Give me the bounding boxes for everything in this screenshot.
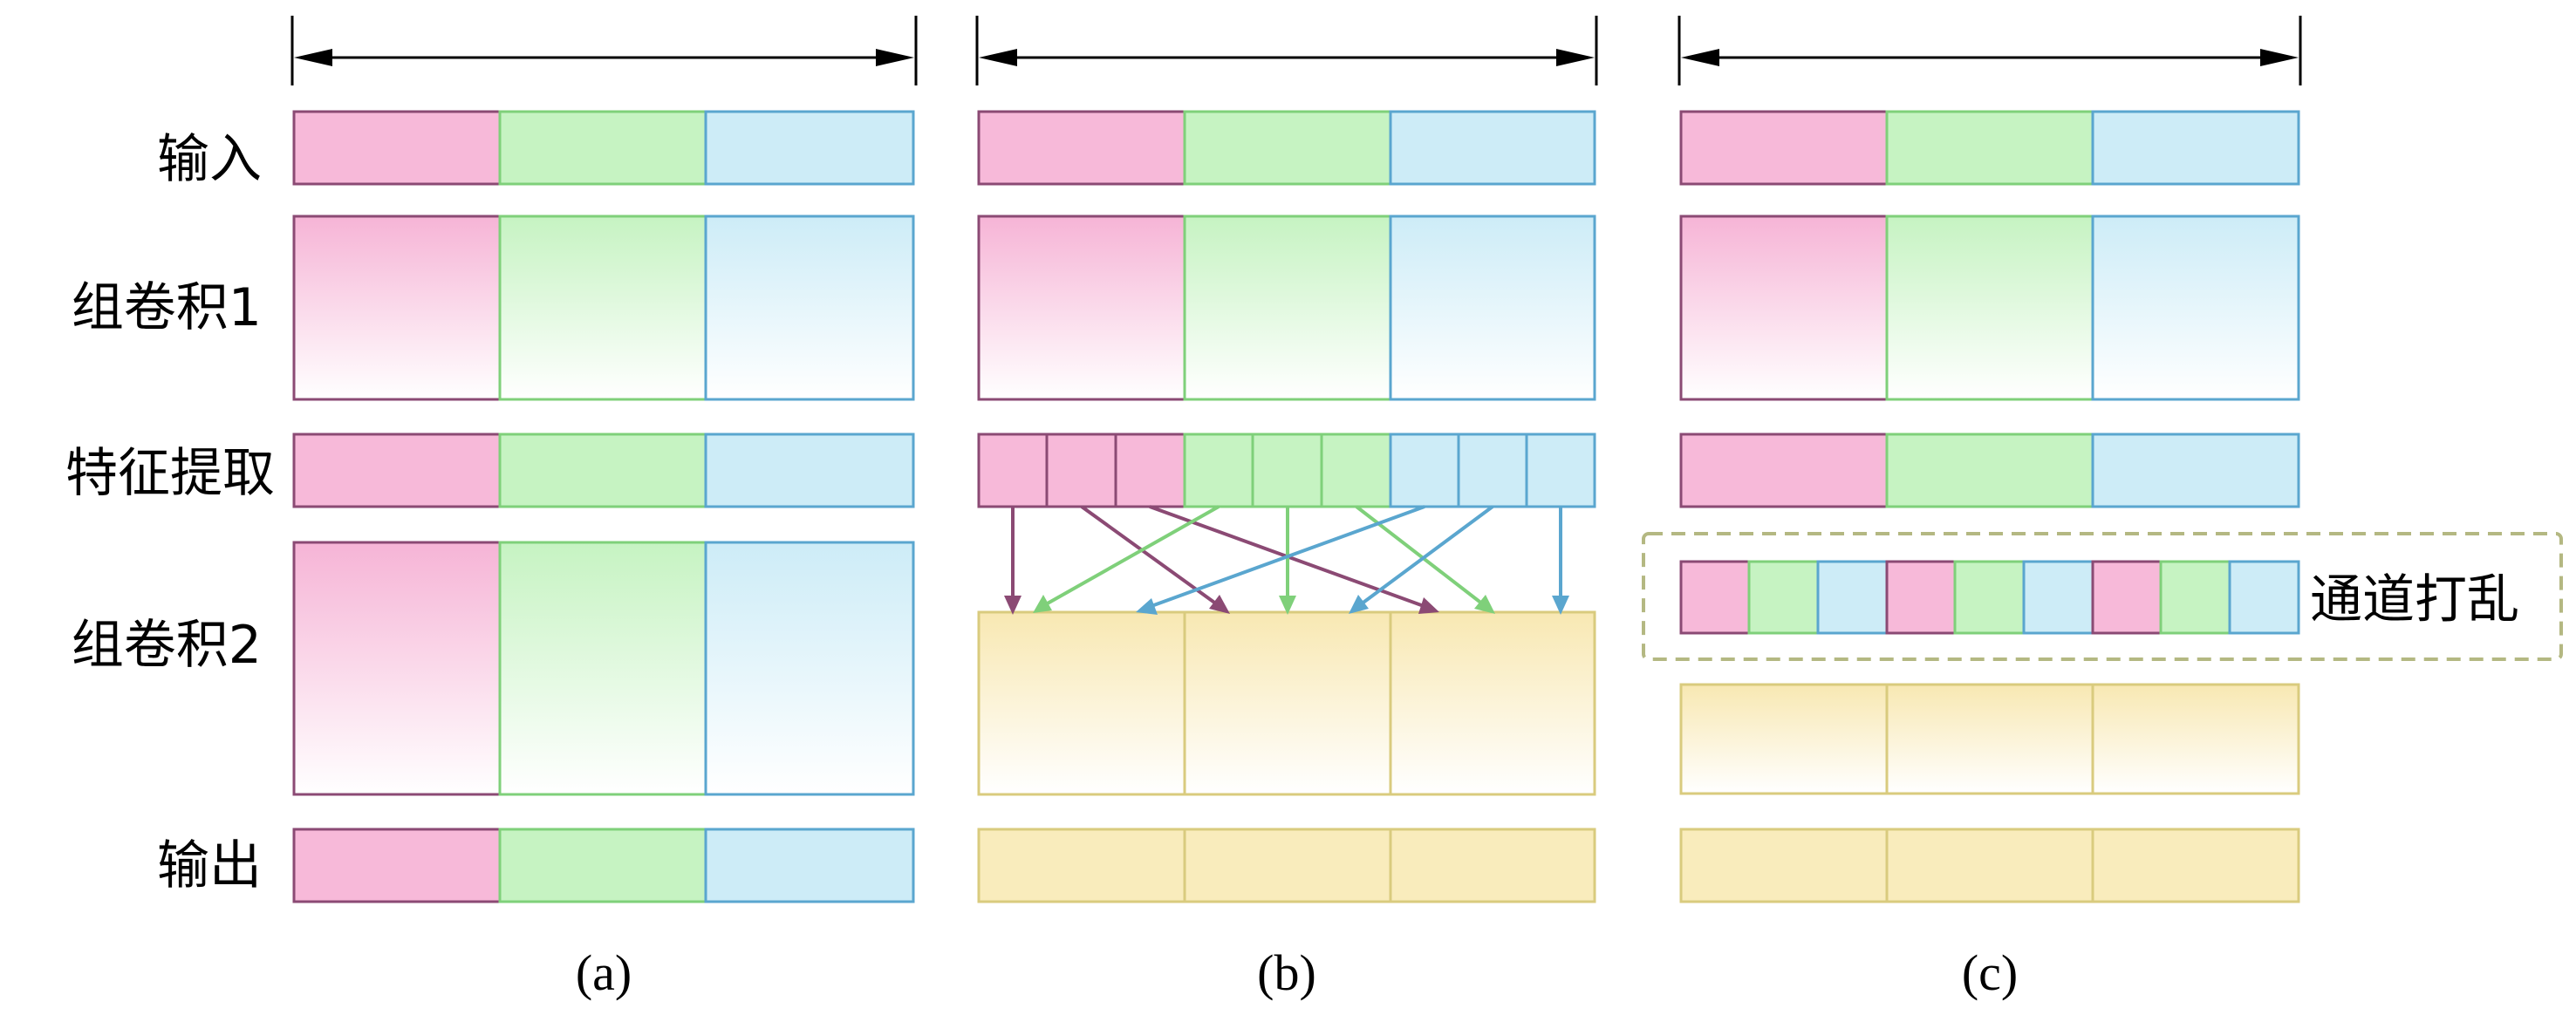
- panel-a-output: [292, 828, 915, 903]
- panel-c-group-conv-2: [1679, 683, 2300, 795]
- row-label-output: 输出: [157, 835, 262, 896]
- panel-a-group-conv-1: [292, 215, 915, 401]
- arrow-blue-3: [1552, 507, 1569, 615]
- panel-c-group-conv-1: [1679, 215, 2300, 401]
- arrow-pink-2: [1080, 505, 1230, 614]
- panel-caption-b: (b): [1257, 944, 1316, 1001]
- arrow-blue-1: [1136, 505, 1425, 615]
- panel-b: [977, 110, 1596, 903]
- panel-a-feature-extraction: [292, 433, 915, 508]
- arrow-pink-1: [1004, 507, 1022, 615]
- panel-a-group-conv-2: [292, 541, 915, 796]
- panel-b-feature-extraction-split: [977, 433, 1596, 508]
- row-label-group-conv-2: 组卷积2: [72, 615, 262, 676]
- row-label-feature-extraction: 特征提取: [65, 443, 275, 504]
- shuffle-arrows: [1004, 505, 1569, 615]
- panel-c-output: [1679, 828, 2300, 903]
- width-arrow-a: [290, 16, 918, 85]
- panel-c-input: [1679, 110, 2300, 186]
- channel-shuffle-box: [1642, 532, 2563, 661]
- width-arrow-c: [1677, 16, 2302, 85]
- arrow-green-1: [1033, 505, 1220, 613]
- channel-shuffle-label: 通道打乱: [2310, 569, 2519, 630]
- panel-a: [292, 110, 915, 903]
- panel-b-input: [977, 110, 1596, 186]
- panel-caption-a: (a): [576, 944, 632, 1001]
- width-arrow-b: [975, 16, 1598, 85]
- panel-b-output: [977, 828, 1596, 903]
- panel-caption-c: (c): [1962, 944, 2018, 1001]
- panel-b-group-conv-1: [977, 215, 1596, 401]
- row-label-input: 输入: [157, 129, 262, 190]
- arrow-blue-2: [1349, 505, 1494, 614]
- row-label-group-conv-1: 组卷积1: [72, 277, 262, 338]
- panel-c: 通道打乱: [1642, 110, 2563, 903]
- panel-c-shuffled-channels: [1679, 560, 2300, 635]
- panel-a-input: [292, 110, 915, 186]
- panel-c-feature-extraction: [1679, 433, 2300, 508]
- panel-b-group-conv-2: [977, 610, 1596, 796]
- arrow-green-2: [1279, 507, 1296, 615]
